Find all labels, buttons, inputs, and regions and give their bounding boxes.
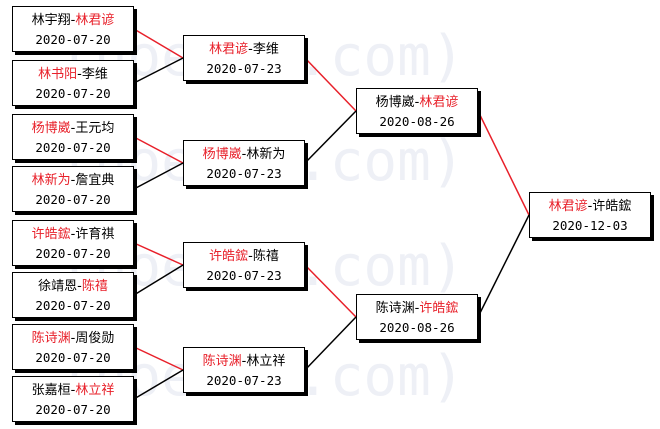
player-2: 周俊勋 <box>75 331 115 346</box>
match-date: 2020-07-20 <box>35 86 111 101</box>
player-1: 许皓鋐 <box>31 227 71 242</box>
player-1: 杨博崴 <box>31 121 71 136</box>
connector-line <box>477 110 530 216</box>
match-r1-8: 张嘉桓-林立祥 2020-07-20 <box>12 376 134 422</box>
player-1: 林书阳 <box>38 67 78 82</box>
player-1: 林君谚 <box>209 42 249 57</box>
match-r1-7: 陈诗渊-周俊勋 2020-07-20 <box>12 324 134 370</box>
connector-line <box>304 316 357 371</box>
player-1: 陈诗渊 <box>202 354 242 369</box>
connector-line <box>304 264 357 318</box>
match-r1-1: 林宇翔-林君谚 2020-07-20 <box>12 6 134 52</box>
match-date: 2020-12-03 <box>552 218 628 233</box>
connector-line <box>133 28 184 59</box>
connector-line <box>477 214 530 318</box>
connector-line <box>133 346 184 371</box>
match-r2-1: 林君谚-李维 2020-07-23 <box>183 35 305 81</box>
match-r1-6: 徐靖恩-陈禧 2020-07-20 <box>12 272 134 318</box>
match-date: 2020-08-26 <box>379 114 455 129</box>
player-1: 林君谚 <box>548 199 588 214</box>
match-r2-3: 许皓鋐-陈禧 2020-07-23 <box>183 242 305 288</box>
player-2: 林君谚 <box>75 13 115 28</box>
match-r1-5: 许皓鋐-许育祺 2020-07-20 <box>12 220 134 266</box>
match-date: 2020-08-26 <box>379 320 455 335</box>
match-date: 2020-07-20 <box>35 32 111 47</box>
player-2: 李维 <box>252 42 279 57</box>
player-2: 林新为 <box>246 147 286 162</box>
player-2: 许皓鋐 <box>419 301 459 316</box>
connector-line <box>304 57 357 112</box>
player-2: 詹宜典 <box>75 173 115 188</box>
connector-line <box>133 264 184 296</box>
connector-line <box>133 57 184 84</box>
match-date: 2020-07-20 <box>35 192 111 207</box>
match-date: 2020-07-20 <box>35 140 111 155</box>
connector-line <box>133 136 184 164</box>
player-1: 杨博崴 <box>202 147 242 162</box>
match-date: 2020-07-23 <box>206 166 282 181</box>
player-2: 王元均 <box>75 121 115 136</box>
match-r1-4: 林新为-詹宜典 2020-07-20 <box>12 166 134 212</box>
match-r2-4: 陈诗渊-林立祥 2020-07-23 <box>183 347 305 393</box>
match-date: 2020-07-23 <box>206 268 282 283</box>
player-2: 许皓鋐 <box>592 199 632 214</box>
player-1: 陈诗渊 <box>31 331 71 346</box>
player-1: 张嘉桓 <box>31 383 71 398</box>
player-2: 许育祺 <box>75 227 115 242</box>
match-date: 2020-07-20 <box>35 402 111 417</box>
match-date: 2020-07-23 <box>206 373 282 388</box>
player-1: 林新为 <box>31 173 71 188</box>
player-2: 林立祥 <box>246 354 286 369</box>
player-2: 陈禧 <box>81 279 108 294</box>
player-2: 陈禧 <box>252 249 279 264</box>
connector-line <box>133 242 184 266</box>
player-1: 徐靖恩 <box>38 279 78 294</box>
match-r3-2: 陈诗渊-许皓鋐 2020-08-26 <box>356 294 478 340</box>
match-date: 2020-07-20 <box>35 350 111 365</box>
match-date: 2020-07-20 <box>35 246 111 261</box>
match-r1-3: 杨博崴-王元均 2020-07-20 <box>12 114 134 160</box>
player-1: 林宇翔 <box>31 13 71 28</box>
connector-line <box>304 110 357 164</box>
connector-line <box>133 162 184 190</box>
player-2: 林立祥 <box>75 383 115 398</box>
player-2: 林君谚 <box>419 95 459 110</box>
match-r2-2: 杨博崴-林新为 2020-07-23 <box>183 140 305 186</box>
player-2: 李维 <box>81 67 108 82</box>
player-1: 许皓鋐 <box>209 249 249 264</box>
player-1: 杨博崴 <box>375 95 415 110</box>
connector-line <box>133 369 184 400</box>
match-date: 2020-07-20 <box>35 298 111 313</box>
match-date: 2020-07-23 <box>206 61 282 76</box>
match-final: 林君谚-许皓鋐 2020-12-03 <box>529 192 651 238</box>
match-r3-1: 杨博崴-林君谚 2020-08-26 <box>356 88 478 134</box>
player-1: 陈诗渊 <box>375 301 415 316</box>
match-r1-2: 林书阳-李维 2020-07-20 <box>12 60 134 106</box>
